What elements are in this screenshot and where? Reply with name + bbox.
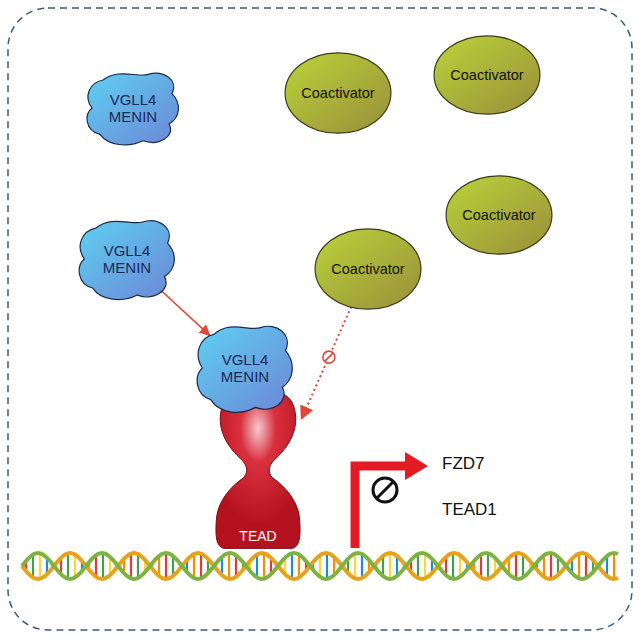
base-pair [417,554,419,578]
base-pair [298,555,300,578]
block-symbol [373,478,397,502]
base-pair [487,553,489,579]
base-pair [613,553,615,579]
base-pair [522,555,524,578]
node-text: TEAD [239,528,276,544]
base-pair [32,555,34,578]
base-pair [452,553,454,579]
coactivator-ellipse: Coactivator [314,228,422,310]
base-pair [480,555,482,578]
blocked-binding-arrow [302,307,352,419]
base-pair [291,553,293,579]
node-text: VGLL4 MENIN [214,351,276,386]
node-text: Coactivator [331,261,404,278]
node-text: Coactivator [301,85,374,102]
gene-label: FZD7 [442,454,485,474]
base-pair [200,554,202,579]
protein-complex: VGLL4 MENIN [193,320,297,416]
base-pair [193,554,195,578]
promoter-arrow [355,466,408,548]
base-pair [130,554,132,579]
base-pair [137,554,139,578]
protein-complex: VGLL4 MENIN [75,215,179,303]
base-pair [389,553,391,579]
coactivator-ellipse: Coactivator [433,35,541,115]
binding-arrow [161,290,210,335]
base-pair [515,553,517,579]
coactivator-ellipse: Coactivator [284,52,392,134]
base-pair [74,555,76,578]
base-pair [39,553,41,579]
frame [8,8,632,630]
promoter-arrowhead [405,452,428,480]
base-pair [256,555,258,578]
inhibit-symbol [323,351,335,363]
protein-complex: VGLL4 MENIN [83,68,183,148]
base-pair [165,553,167,579]
base-pair [263,553,265,579]
node-text: VGLL4 MENIN [96,242,158,277]
base-pair [326,553,328,579]
gene-label: TEAD1 [442,500,497,520]
base-pair [550,553,552,579]
base-pair [354,554,356,579]
node-text: Coactivator [462,207,535,224]
node-text: Coactivator [450,67,523,84]
base-pair [228,553,230,579]
base-pair [67,553,69,579]
base-pair [578,554,580,579]
dna-helix [22,553,618,579]
base-pair [424,554,426,579]
base-pair [585,554,587,578]
base-pair [361,554,363,578]
dna-strand [22,553,618,579]
base-pair [102,553,104,579]
node-text: VGLL4 MENIN [102,91,164,126]
dna-strand [22,553,618,579]
coactivator-ellipse: Coactivator [445,175,553,255]
